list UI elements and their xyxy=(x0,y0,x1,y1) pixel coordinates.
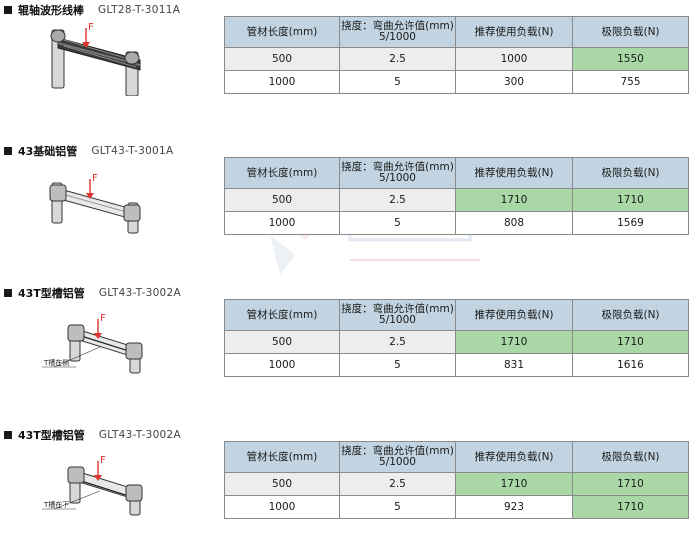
section-title: 43T型槽铝管 GLT43-T-3002A xyxy=(4,285,181,301)
square-bullet-icon xyxy=(4,147,12,155)
section-code: GLT43-T-3002A xyxy=(98,287,181,299)
table-row: 500 2.5 1710 1710 xyxy=(224,472,689,496)
header-recommended: 推荐使用负载(N) xyxy=(455,16,573,48)
header-ultimate: 极限负载(N) xyxy=(572,157,689,189)
force-label: F xyxy=(88,22,94,33)
square-bullet-icon xyxy=(4,289,12,297)
table-row: 1000 5 923 1710 xyxy=(224,495,689,519)
table-row: 500 2.5 1710 1710 xyxy=(224,188,689,212)
header-ultimate: 极限负载(N) xyxy=(572,16,689,48)
header-length: 管材长度(mm) xyxy=(224,16,340,48)
t-slot-note: T槽在下 xyxy=(43,500,69,509)
section-name: 43T型槽铝管 xyxy=(18,287,85,300)
section-code: GLT43-T-3001A xyxy=(91,145,174,157)
force-label: F xyxy=(100,455,106,466)
header-deflection: 挠度：弯曲允许值(mm)5/1000 xyxy=(339,16,456,48)
section-name: 43基础铝管 xyxy=(18,145,78,158)
t-slot-side-illustration: F T槽在侧 xyxy=(42,313,143,374)
section-title: 43T型槽铝管 GLT43-T-3002A xyxy=(4,427,181,443)
section-name: 辊轴波形线棒 xyxy=(18,4,84,17)
header-deflection: 挠度：弯曲允许值(mm)5/1000 xyxy=(339,157,456,189)
table-row: 1000 5 831 1616 xyxy=(224,353,689,377)
spec-table: 管材长度(mm) 挠度：弯曲允许值(mm)5/1000 推荐使用负载(N) 极限… xyxy=(224,441,689,519)
spec-table: 管材长度(mm) 挠度：弯曲允许值(mm)5/1000 推荐使用负载(N) 极限… xyxy=(224,299,689,377)
roller-tube-illustration: F xyxy=(50,22,141,96)
section-name: 43T型槽铝管 xyxy=(18,429,85,442)
table-row: 1000 5 300 755 xyxy=(224,70,689,94)
header-recommended: 推荐使用负载(N) xyxy=(455,299,573,331)
square-bullet-icon xyxy=(4,6,12,14)
square-bullet-icon xyxy=(4,431,12,439)
section-title: 43基础铝管 GLT43-T-3001A xyxy=(4,143,174,159)
force-label: F xyxy=(92,173,98,184)
table-row: 500 2.5 1000 1550 xyxy=(224,47,689,71)
header-recommended: 推荐使用负载(N) xyxy=(455,157,573,189)
spec-table: 管材长度(mm) 挠度：弯曲允许值(mm)5/1000 推荐使用负载(N) 极限… xyxy=(224,157,689,235)
section-code: GLT28-T-3011A xyxy=(98,4,181,16)
header-length: 管材长度(mm) xyxy=(224,299,340,331)
t-slot-bottom-illustration: F T槽在下 xyxy=(42,455,143,516)
spec-table: 管材长度(mm) 挠度：弯曲允许值(mm)5/1000 推荐使用负载(N) 极限… xyxy=(224,16,689,94)
header-ultimate: 极限负载(N) xyxy=(572,299,689,331)
table-row: 1000 5 808 1569 xyxy=(224,211,689,235)
section-code: GLT43-T-3002A xyxy=(98,429,181,441)
t-slot-note: T槽在侧 xyxy=(43,358,69,367)
basic-tube-illustration: F xyxy=(49,173,141,234)
section-title: 辊轴波形线棒 GLT28-T-3011A xyxy=(4,2,180,18)
header-deflection: 挠度：弯曲允许值(mm)5/1000 xyxy=(339,299,456,331)
header-ultimate: 极限负载(N) xyxy=(572,441,689,473)
force-label: F xyxy=(100,313,106,324)
header-deflection: 挠度：弯曲允许值(mm)5/1000 xyxy=(339,441,456,473)
header-length: 管材长度(mm) xyxy=(224,441,340,473)
table-row: 500 2.5 1710 1710 xyxy=(224,330,689,354)
header-length: 管材长度(mm) xyxy=(224,157,340,189)
header-recommended: 推荐使用负载(N) xyxy=(455,441,573,473)
